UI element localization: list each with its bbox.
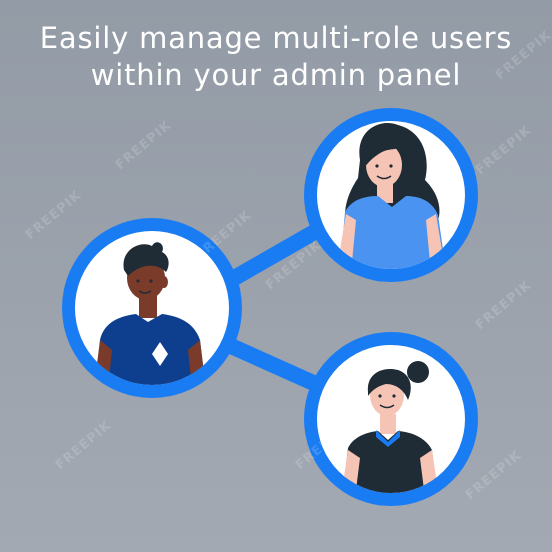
watermark-text: FREEPIK xyxy=(463,448,525,503)
man-navy-shirt-avatar-icon xyxy=(94,242,206,385)
woman-long-hair-avatar-icon xyxy=(338,123,446,269)
woman-hair-bun-avatar-icon xyxy=(342,361,438,493)
watermark-text: FREEPIK xyxy=(293,418,355,473)
watermark-text: FREEPIK xyxy=(473,123,535,178)
connector-line-bottom xyxy=(214,334,326,393)
connector-line-top xyxy=(214,222,326,293)
watermark-text: FREEPIK xyxy=(193,208,255,263)
user-node-top[interactable] xyxy=(304,108,478,282)
watermark-text: FREEPIK xyxy=(23,188,85,243)
page-title: Easily manage multi-role users within yo… xyxy=(0,20,552,94)
title-line-1: Easily manage multi-role users xyxy=(39,21,513,55)
watermark-text: FREEPIK xyxy=(113,118,175,173)
title-line-2: within your admin panel xyxy=(90,58,462,92)
user-node-left[interactable] xyxy=(62,218,242,398)
watermark-text: FREEPIK xyxy=(473,278,535,333)
watermark-text: FREEPIK xyxy=(493,28,552,83)
watermark-text: FREEPIK xyxy=(263,238,325,293)
watermark-text: FREEPIK xyxy=(53,418,115,473)
user-node-bottom[interactable] xyxy=(304,332,478,506)
